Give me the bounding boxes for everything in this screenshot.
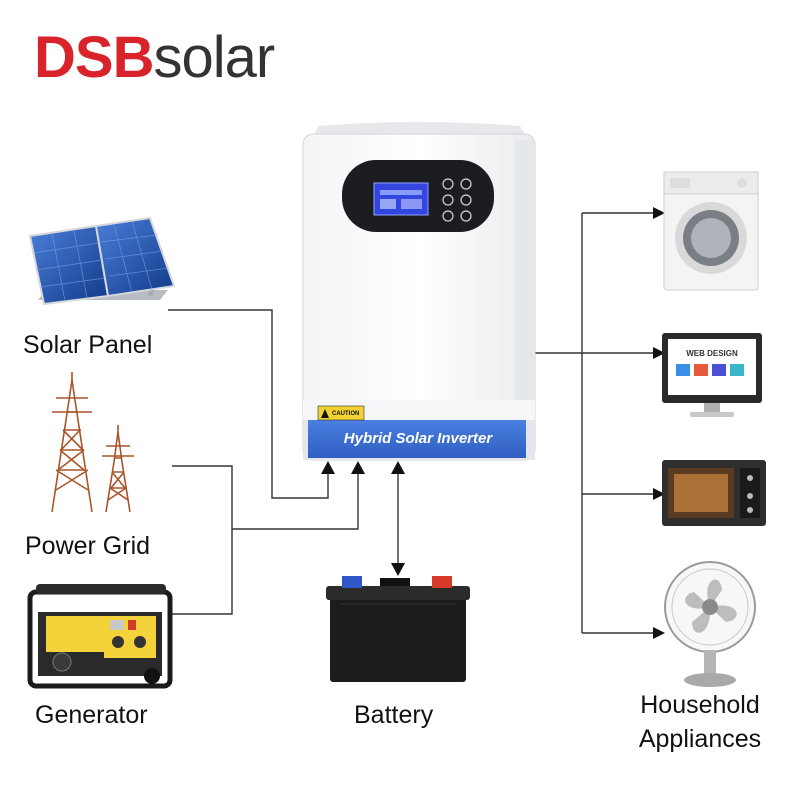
household-appliances-label: Household Appliances (620, 690, 780, 754)
battery-icon (326, 576, 470, 682)
arrow-right-microwave (653, 488, 665, 500)
arrow-down-battery (391, 563, 405, 576)
brand-logo-part2: solar (153, 25, 275, 90)
arrow-up-solar (321, 461, 335, 474)
caution-text: CAUTION (332, 411, 359, 417)
inverter-blue-panel (308, 420, 526, 458)
household-label-line1: Household (640, 691, 760, 719)
arrow-right-fan (653, 627, 665, 639)
battery-label: Battery (354, 701, 434, 729)
inverter-title: Hybrid Solar Inverter (344, 430, 494, 447)
microwave-icon (662, 460, 766, 526)
caution-label (317, 405, 365, 421)
arrow-up-grid (351, 461, 365, 474)
solar-panel-label: Solar Panel (23, 331, 153, 359)
household-label-line2: Appliances (638, 725, 762, 753)
brand-logo-part1: DSB (34, 25, 154, 90)
monitor-icon: WEB DESIGN (662, 333, 762, 417)
inverter: CAUTION Hybrid Solar Inverter (302, 122, 536, 461)
arrow-up-battery (391, 461, 405, 474)
power-grid-label: Power Grid (25, 532, 151, 560)
inverter-buttons (442, 178, 472, 222)
solar-panel-icon (28, 216, 176, 306)
grid-line (172, 465, 359, 530)
brand-logo: DSBsolar (34, 25, 275, 90)
solar-line (168, 309, 329, 499)
arrow-right-washer (653, 207, 665, 219)
monitor-screen-text: WEB DESIGN (686, 349, 738, 358)
connection-lines (168, 212, 655, 634)
arrow-right-monitor (653, 347, 665, 359)
generator-label: Generator (35, 701, 148, 729)
power-tower-icon (51, 372, 134, 513)
generator-icon (27, 584, 173, 689)
generator-line (172, 529, 233, 615)
fan-icon (664, 561, 756, 687)
arrow-heads (321, 207, 665, 639)
washing-machine-icon (663, 171, 759, 291)
